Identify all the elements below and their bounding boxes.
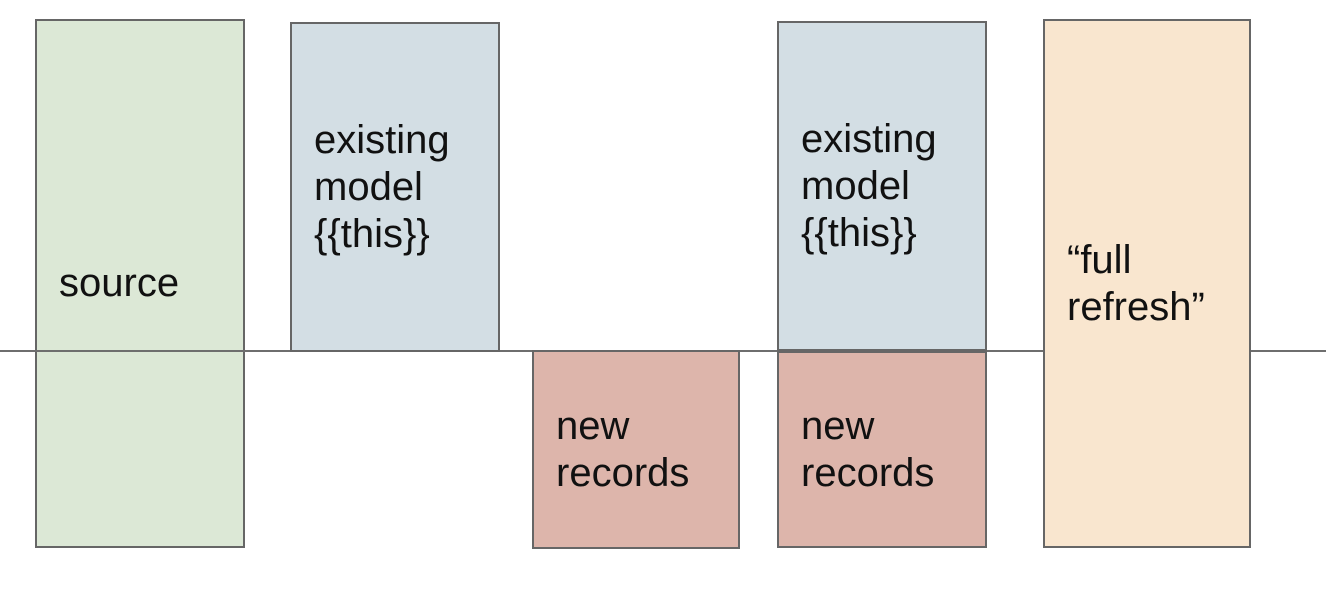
source-box-label: source	[59, 261, 180, 305]
new-records-box-right-label: new records	[801, 403, 935, 495]
source-box: source	[35, 19, 245, 548]
new-records-box-right: new records	[777, 351, 987, 548]
existing-model-box-left-label: existing model {{this}}	[314, 117, 450, 256]
existing-model-box-right: existing model {{this}}	[777, 21, 987, 351]
new-records-box-left: new records	[532, 350, 740, 549]
full-refresh-box: “full refresh”	[1043, 19, 1251, 548]
full-refresh-box-label: “full refresh”	[1067, 237, 1205, 329]
existing-model-box-right-label: existing model {{this}}	[801, 116, 937, 255]
existing-model-box-left: existing model {{this}}	[290, 22, 500, 352]
new-records-box-left-label: new records	[556, 403, 690, 495]
